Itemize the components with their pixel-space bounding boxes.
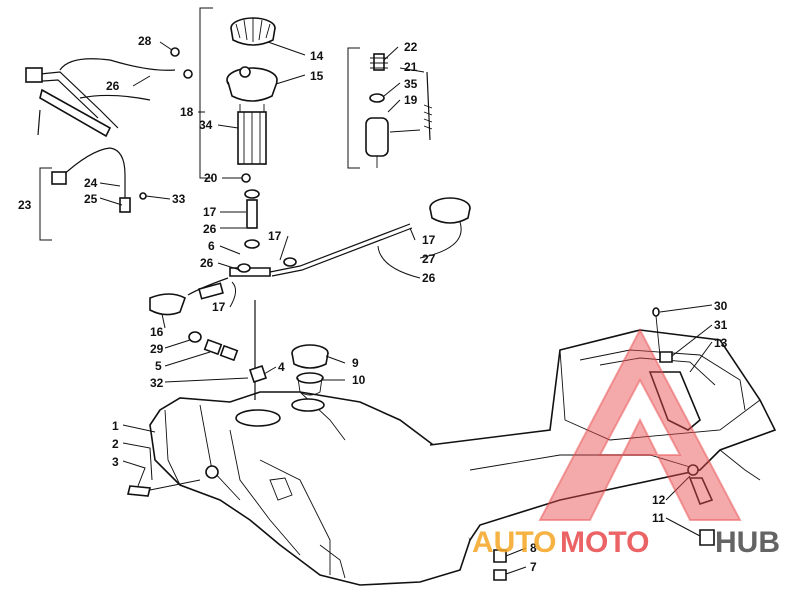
callout-19: 19	[404, 93, 418, 107]
bracket-18	[199, 7, 213, 179]
callout-31: 31	[714, 318, 728, 332]
fuel-pump-detail	[365, 53, 433, 168]
fuel-pump-assembly	[226, 17, 278, 183]
callout-14: 14	[310, 49, 324, 63]
callout-34: 34	[199, 118, 213, 132]
filler-cap	[291, 344, 329, 396]
callout-1: 1	[112, 419, 119, 433]
strap-and-bolts	[126, 479, 507, 581]
callout-9: 9	[352, 356, 359, 370]
callout-29: 29	[150, 342, 164, 356]
fuel-rail-assembly	[25, 47, 193, 138]
callout-8: 8	[530, 541, 537, 555]
callout-10: 10	[352, 373, 366, 387]
callout-21: 21	[404, 60, 418, 74]
callout-20: 20	[204, 171, 218, 185]
callout-26-mid: 26	[203, 222, 217, 236]
callout-26-left: 26	[200, 256, 214, 270]
callout-3: 3	[112, 455, 119, 469]
callout-25: 25	[84, 192, 98, 206]
callout-12: 12	[652, 493, 666, 507]
leader-lines	[99, 41, 713, 575]
callout-13: 13	[714, 336, 728, 350]
callout-6: 6	[208, 239, 215, 253]
bracket-23	[39, 167, 52, 241]
callout-17-c: 17	[212, 300, 226, 314]
watermark-triangle-logo	[538, 327, 742, 521]
callout-17-d: 17	[422, 233, 436, 247]
callout-26-right: 26	[422, 271, 436, 285]
callout-33: 33	[172, 192, 186, 206]
callout-16: 16	[150, 325, 164, 339]
callout-35: 35	[404, 77, 418, 91]
callout-17-a: 17	[203, 205, 217, 219]
callout-7: 7	[530, 560, 537, 574]
callout-15: 15	[310, 69, 324, 83]
mount-hardware	[648, 307, 715, 546]
callout-11: 11	[652, 511, 665, 525]
callout-2: 2	[112, 437, 119, 451]
callout-22: 22	[404, 40, 418, 54]
bracket-pump-detail	[347, 47, 360, 169]
callout-4: 4	[278, 360, 285, 374]
sensor-harness	[51, 147, 147, 213]
watermark-auto: AUTO	[472, 526, 556, 559]
callout-27: 27	[422, 252, 436, 266]
callout-24: 24	[84, 176, 98, 190]
callout-5: 5	[155, 359, 162, 373]
hoses-and-clamps	[149, 189, 471, 400]
callout-23: 23	[18, 198, 32, 212]
watermark-moto: MOTO	[560, 526, 649, 559]
callout-17-b: 17	[268, 229, 282, 243]
callout-32: 32	[150, 376, 164, 390]
watermark: AUTO MOTO HUB	[472, 327, 780, 559]
callout-28: 28	[138, 34, 152, 48]
callout-18: 18	[180, 105, 194, 119]
callout-30: 30	[714, 299, 728, 313]
watermark-hub: HUB	[715, 526, 780, 559]
callout-labels: 14 15 18 34 20 28 26 22 21 35 19 24 25 2…	[18, 34, 728, 574]
callout-26-top: 26	[106, 79, 120, 93]
